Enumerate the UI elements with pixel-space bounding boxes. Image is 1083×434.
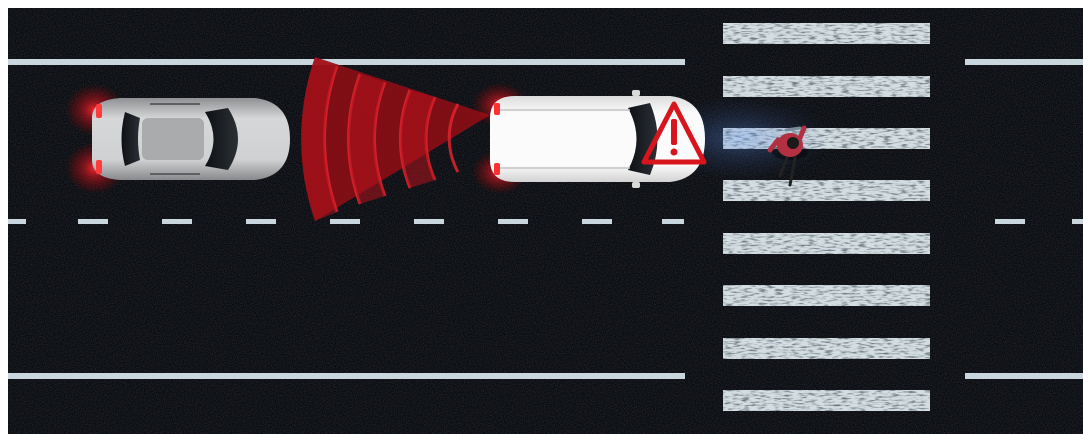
top-solid-line-left: [8, 59, 685, 65]
following-car: [65, 84, 290, 194]
top-solid-line-right: [965, 59, 1083, 65]
bottom-solid-line-right: [965, 373, 1083, 379]
lead-car: [472, 83, 705, 194]
bottom-solid-line-left: [8, 373, 685, 379]
